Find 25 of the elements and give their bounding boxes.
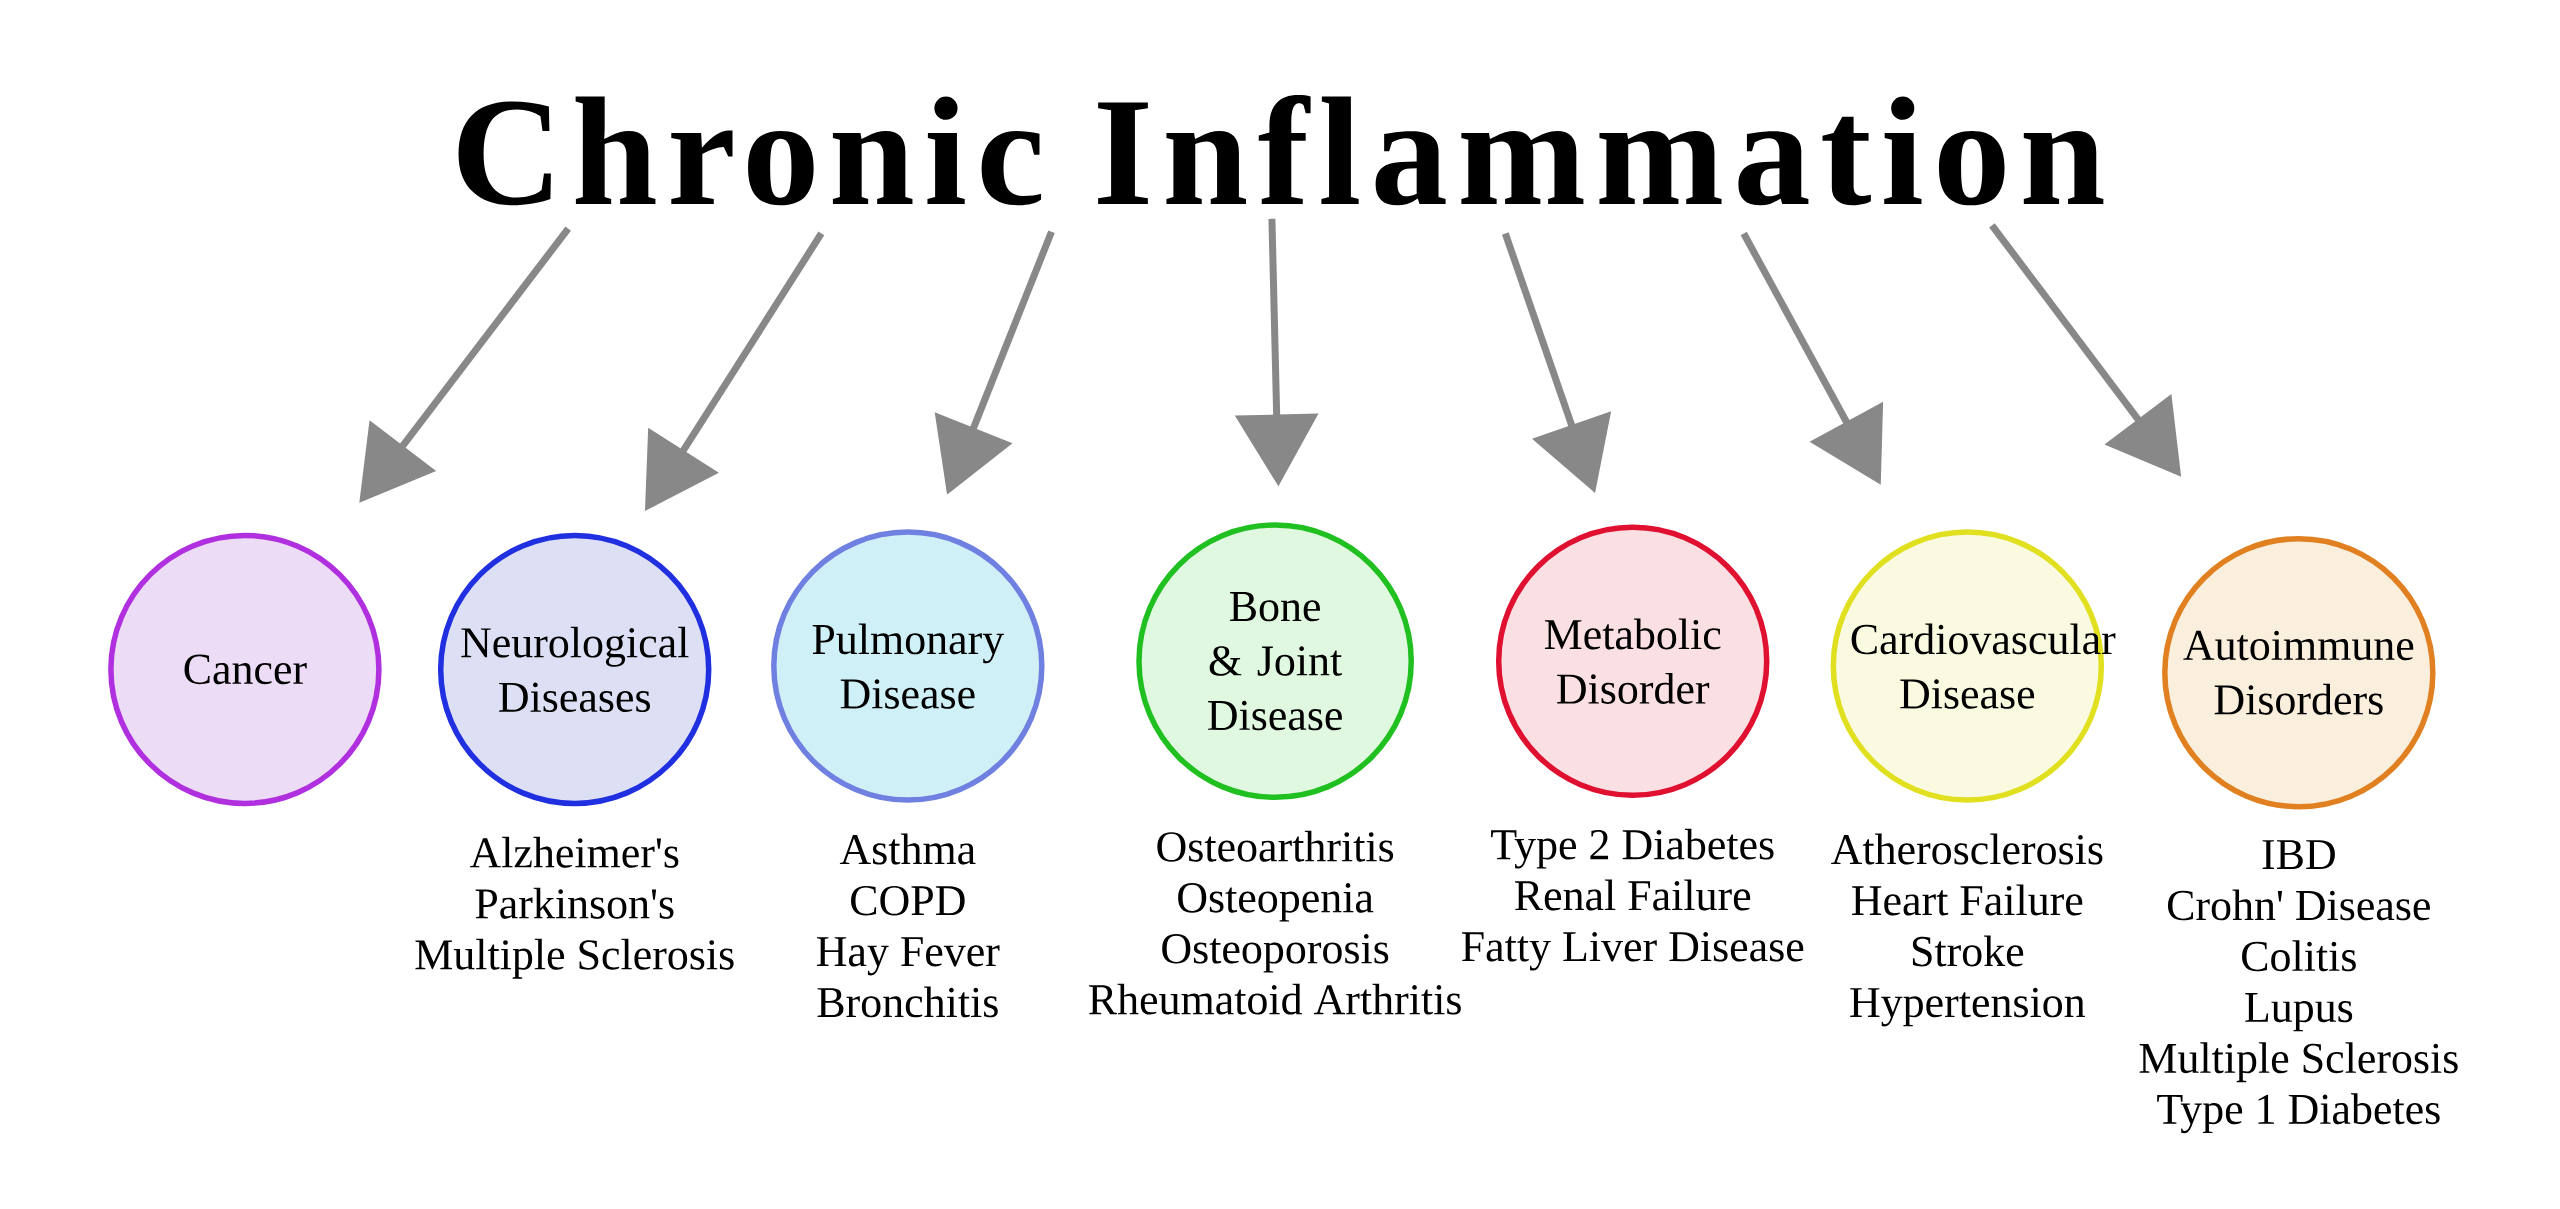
disease-list: Asthma COPD Hay Fever Bronchitis	[817, 833, 1000, 1018]
title: Chronic Inflammation	[458, 95, 2104, 206]
disease-list: Alzheimer's Parkinson's Multiple Sclerosis	[415, 836, 734, 979]
disease-list: Atherosclerosis Heart Failure Stroke Hypertension	[1831, 833, 2103, 1027]
node-label: COPD	[851, 885, 965, 916]
node-label: Osteopenia	[1178, 883, 1374, 922]
node-label: Type 1 Diabetes	[2157, 1093, 2440, 1134]
node-label: Osteoporosis	[1162, 934, 1389, 973]
node-label: IBD	[2262, 840, 2335, 870]
disease-list: Type 2 Diabetes Renal Failure Fatty Liver Disease	[1461, 828, 1804, 971]
node-label: Bronchitis	[817, 986, 998, 1018]
node-label: Stroke	[1912, 935, 2024, 967]
node-label: Heart Failure	[1852, 884, 2083, 916]
node-label: Rheumatoid Arthritis	[1089, 983, 1461, 1015]
node-label: Hay Fever	[816, 937, 1000, 976]
node-label: Atherosclerosis	[1831, 833, 2103, 865]
node-label: Lupus	[2245, 993, 2353, 1032]
node-label: Crohn' Disease	[2167, 889, 2430, 921]
node-label: Asthma	[839, 833, 976, 865]
node-label: Hypertension	[1850, 987, 2085, 1027]
disease-list: IBD Crohn' Disease Colitis Lupus Multiple Sclerosis Type 1 Diabetes	[2139, 840, 2458, 1134]
node-label: Multiple Sclerosis	[2139, 1042, 2458, 1083]
node-label: Colitis	[2242, 940, 2356, 972]
node-label: Osteoarthritis	[1157, 830, 1394, 862]
disease-list: Osteoarthritis Osteopenia Osteoporosis Rheumatoid Arthritis	[1089, 830, 1461, 1015]
